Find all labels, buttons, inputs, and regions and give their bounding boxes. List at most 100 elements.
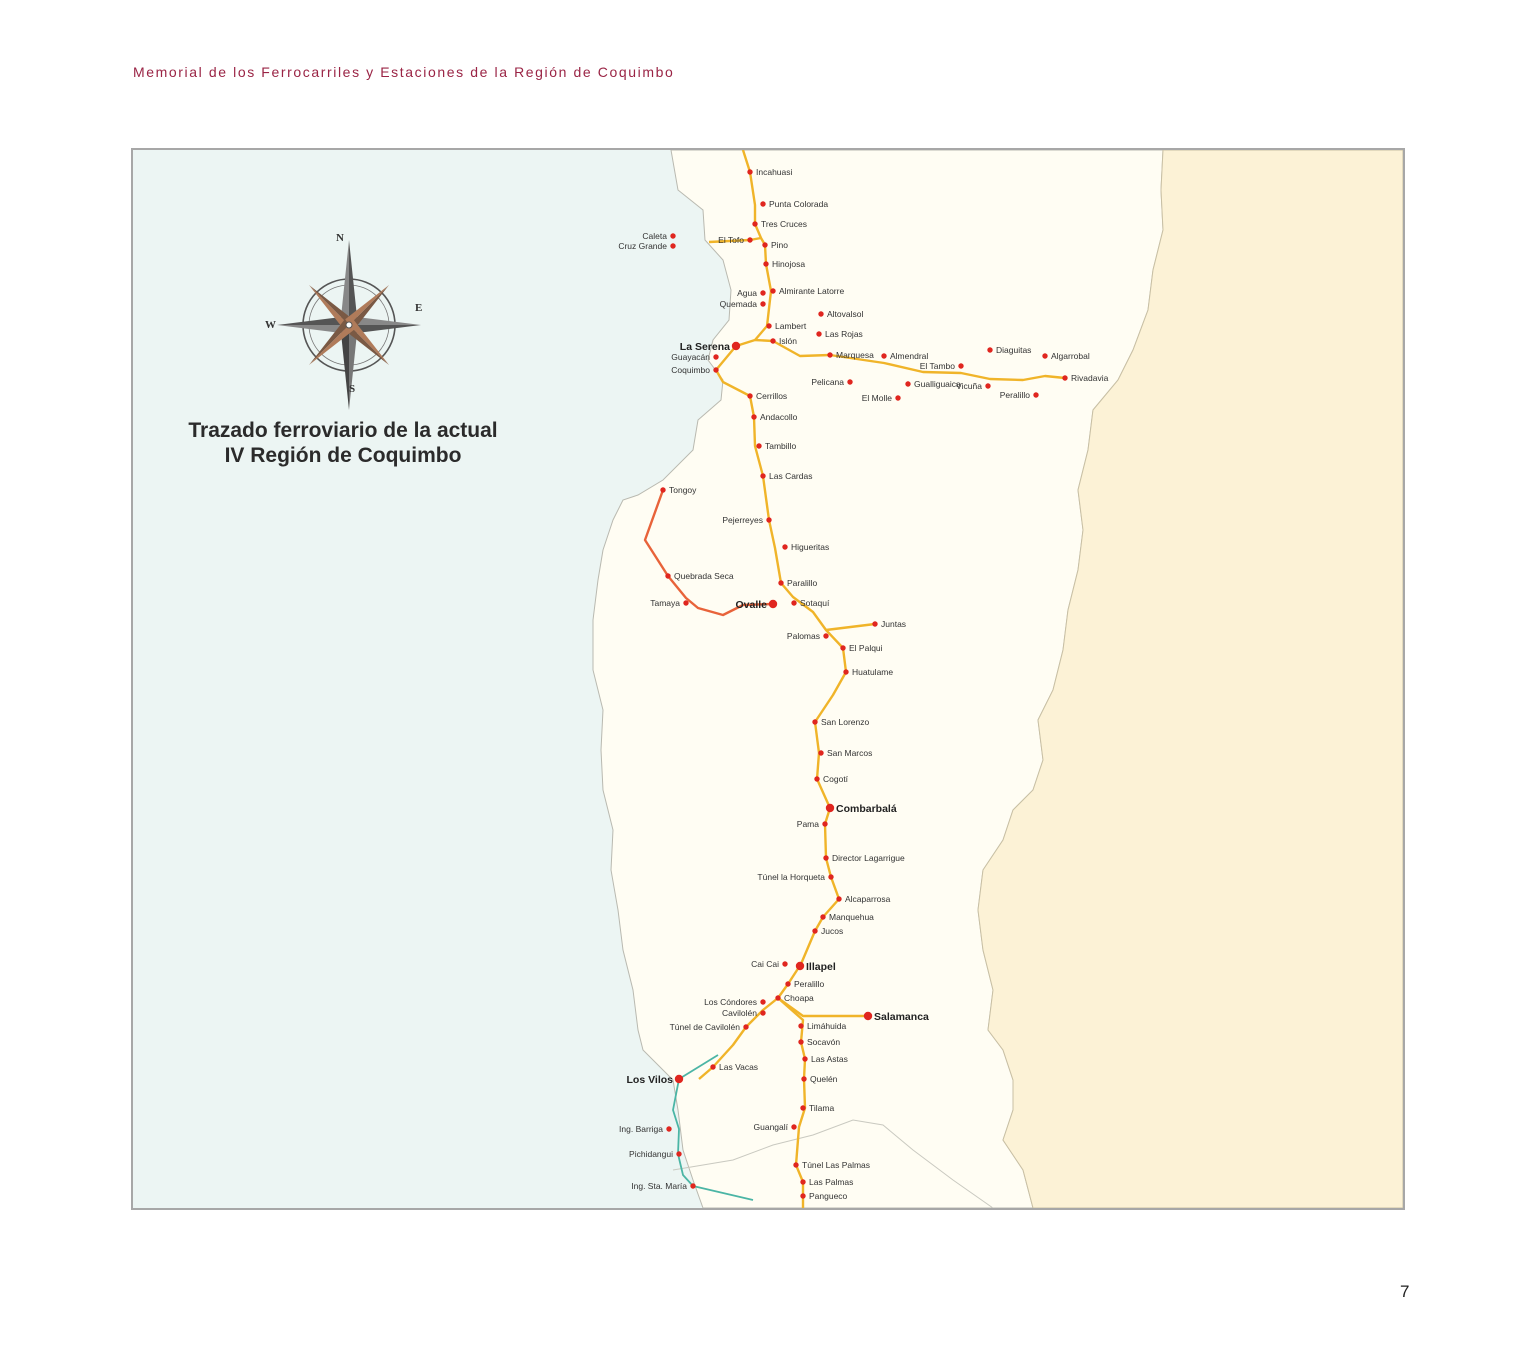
station-label-san-lorenzo: San Lorenzo xyxy=(821,717,870,727)
station-marker-peralillo-2 xyxy=(785,981,791,987)
southern-rail-line xyxy=(777,997,807,1208)
station-label-alcaparrosa: Alcaparrosa xyxy=(845,894,891,904)
station-label-cavilolen: Cavilolén xyxy=(722,1008,757,1018)
station-label-ovalle: Ovalle xyxy=(735,599,767,611)
station-marker-cavilolen xyxy=(760,1010,766,1016)
station-label-almendral: Almendral xyxy=(890,351,929,361)
station-marker-palomas xyxy=(823,633,829,639)
station-label-vicuna: Vicuña xyxy=(956,381,982,391)
station-marker-el-tambo xyxy=(958,363,964,369)
station-marker-almirante-latorre xyxy=(770,288,776,294)
station-label-pelicana: Pelicana xyxy=(811,377,844,387)
station-marker-altovalsol xyxy=(818,311,824,317)
station-label-quelen: Quelén xyxy=(810,1074,838,1084)
station-marker-tamaya xyxy=(683,600,689,606)
station-marker-punta-colorada xyxy=(760,201,766,207)
station-label-director-lagarrigue: Director Lagarrigue xyxy=(832,853,905,863)
map-title: Trazado ferroviario de la actual IV Regi… xyxy=(173,418,513,468)
station-label-hinojosa: Hinojosa xyxy=(772,259,806,269)
station-marker-pejerreyes xyxy=(766,517,772,523)
compass-east-label: E xyxy=(415,302,423,314)
station-marker-tambillo xyxy=(756,443,762,449)
station-marker-hinojosa xyxy=(763,261,769,267)
station-label-peralillo-2: Peralillo xyxy=(794,979,825,989)
station-label-peralillo: Peralillo xyxy=(999,390,1030,400)
station-marker-pama xyxy=(822,821,828,827)
station-label-algarrobal: Algarrobal xyxy=(1051,351,1090,361)
map-title-line-1: Trazado ferroviario de la actual xyxy=(188,419,498,442)
station-label-tunel-cavilolen: Túnel de Cavilolén xyxy=(669,1022,740,1032)
station-marker-coiron xyxy=(782,961,788,967)
station-label-altovalsol: Altovalsol xyxy=(827,309,864,319)
station-label-socavon: Socavón xyxy=(807,1037,841,1047)
station-label-san-marcos: San Marcos xyxy=(827,748,873,758)
station-label-palomas: Palomas xyxy=(786,631,820,641)
station-marker-director-lagarrigue xyxy=(823,855,829,861)
station-marker-incahuasi xyxy=(747,169,753,175)
station-marker-tunel-cavilolen xyxy=(743,1024,749,1030)
station-marker-el-molle xyxy=(895,395,901,401)
station-marker-lambert xyxy=(766,323,772,329)
station-label-rivadavia: Rivadavia xyxy=(1071,373,1109,383)
compass-west-label: W xyxy=(265,319,276,331)
main-rail-line xyxy=(698,150,848,1080)
station-label-sotaqui: Sotaquí xyxy=(800,598,830,608)
station-label-las-rojas: Las Rojas xyxy=(825,329,863,339)
station-label-las-palmas: Las Palmas xyxy=(809,1177,854,1187)
station-label-islon: Islón xyxy=(779,336,797,346)
station-label-quebrada-seca: Quebrada Seca xyxy=(674,571,734,581)
station-marker-las-cardas xyxy=(760,473,766,479)
station-label-coquimbo: Coquimbo xyxy=(671,365,710,375)
station-label-pejerreyes: Pejerreyes xyxy=(722,515,763,525)
compass-south-label: S xyxy=(349,383,356,395)
station-marker-marquesa xyxy=(827,352,833,358)
station-marker-el-tofo xyxy=(747,237,753,243)
station-marker-socavon xyxy=(798,1039,804,1045)
station-marker-salamanca xyxy=(863,1011,873,1021)
station-marker-quebrada-seca xyxy=(665,573,671,579)
station-marker-san-marcos xyxy=(818,750,824,756)
station-marker-agua-grande xyxy=(760,290,766,296)
los-vilos-connector xyxy=(678,1054,719,1080)
station-marker-quelen xyxy=(801,1076,807,1082)
station-label-pangueco: Pangueco xyxy=(809,1191,848,1201)
station-marker-combarbala xyxy=(825,803,835,813)
station-label-manquehua: Manquehua xyxy=(829,912,874,922)
station-marker-punitaqui xyxy=(778,580,784,586)
station-marker-diaguitas xyxy=(987,347,993,353)
station-marker-pichidangui xyxy=(676,1151,682,1157)
station-marker-vicuna xyxy=(985,383,991,389)
map-title-line-2: IV Región de Coquimbo xyxy=(224,444,462,467)
station-label-gualliguaica: Gualliguaica xyxy=(914,379,961,389)
station-label-las-cardas: Las Cardas xyxy=(769,471,813,481)
station-label-ing-barriga: Ing. Barriga xyxy=(619,1124,663,1134)
station-marker-pelicana xyxy=(847,379,853,385)
station-marker-andacollo xyxy=(751,414,757,420)
station-marker-san-lorenzo xyxy=(812,719,818,725)
station-marker-los-vilos xyxy=(674,1074,684,1084)
station-marker-huatulame xyxy=(843,669,849,675)
stations-layer xyxy=(660,169,1068,1199)
station-marker-ing-sta-maria xyxy=(690,1183,696,1189)
station-marker-rivadavia xyxy=(1062,375,1068,381)
map-canvas xyxy=(133,150,1403,1208)
station-label-el-palqui: El Palqui xyxy=(849,643,883,653)
station-label-tamaya: Tamaya xyxy=(650,598,680,608)
station-label-illapel: Illapel xyxy=(806,961,836,973)
station-marker-choapa xyxy=(775,995,781,1001)
station-label-diaguitas: Diaguitas xyxy=(996,345,1032,355)
station-marker-higueritas xyxy=(782,544,788,550)
station-label-el-tofo: El Tofo xyxy=(718,235,744,245)
station-label-agua-grande: Agua xyxy=(737,288,757,298)
station-marker-juntas xyxy=(872,621,878,627)
railway-map: N E S W Trazado ferroviario de la actual… xyxy=(131,148,1405,1210)
station-marker-la-serena xyxy=(731,341,741,351)
station-marker-alcaparrosa xyxy=(836,896,842,902)
station-marker-cruz-grande xyxy=(670,243,676,249)
station-label-pama: Pama xyxy=(796,819,819,829)
station-marker-porvenir xyxy=(762,242,768,248)
station-label-guangali: Guangalí xyxy=(753,1122,789,1132)
station-marker-guangali xyxy=(791,1124,797,1130)
page-number: 7 xyxy=(1400,1282,1410,1301)
station-marker-tilama xyxy=(800,1105,806,1111)
